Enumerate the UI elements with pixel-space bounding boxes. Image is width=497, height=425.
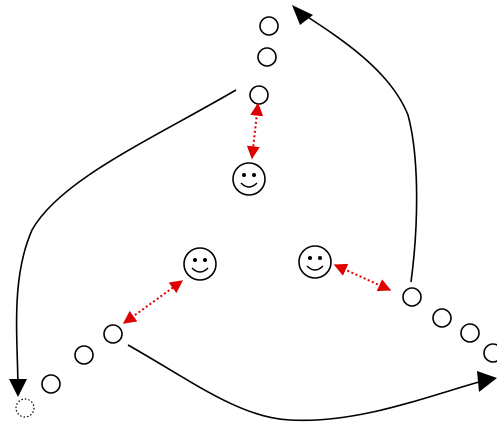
arrowhead-bottom [477,371,497,392]
arrowhead-left [9,379,27,397]
circle-node-icon [103,324,123,344]
arrowhead-top [292,5,313,25]
circle-node-icon [41,374,61,394]
node-group-left [41,324,123,394]
link-arrows [122,102,392,324]
circle-node-icon [74,345,94,365]
circle-node-icon [249,85,269,105]
link-arrow-top [246,102,264,160]
circle-node-icon [402,287,422,307]
circle-node-icon [432,308,452,328]
node-group-right [402,287,497,363]
curved-arrow-top [299,11,418,283]
circle-node-icon [259,16,279,36]
circle-node-icon [460,323,480,343]
dotted-circle-icon [15,398,35,418]
link-arrow-left [122,280,184,324]
curved-arrow-left [15,89,237,393]
curved-arrow-bottom [127,344,494,422]
link-arrow-right [333,263,392,292]
rotation-arrows [15,11,494,422]
smiley-face-icon [232,162,266,196]
node-group-top [249,16,279,105]
arrowheads [9,5,497,397]
circle-node-icon [483,343,497,363]
smiley-face-icon [298,245,332,279]
circle-node-icon [257,47,277,67]
smiley-face-icon [183,247,217,281]
